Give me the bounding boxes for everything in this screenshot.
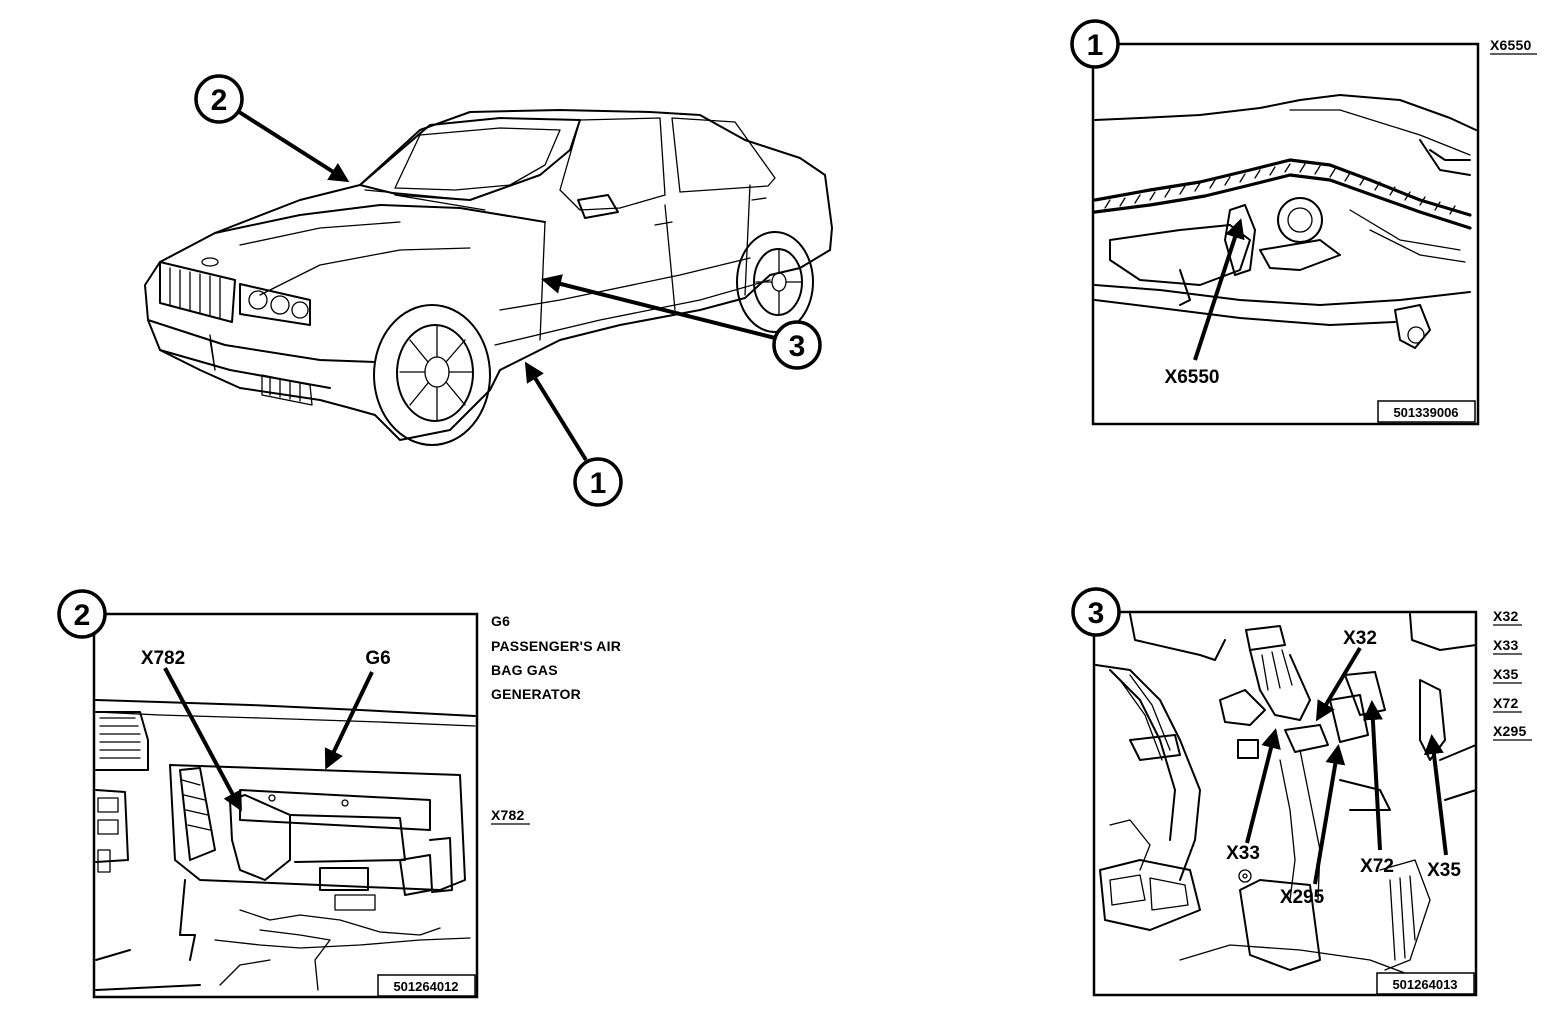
panel-3-side-x35: X35 [1493,666,1519,682]
panel-3-side-x32: X32 [1493,608,1519,624]
connector-label-x32: X32 [1343,628,1377,649]
arrow-to-location-2 [234,108,350,183]
callout-number: 2 [211,84,228,117]
connector-label-x6550: X6550 [1165,367,1220,388]
callout-number: 1 [590,467,607,500]
arrow-to-location-1 [524,361,588,462]
panel-3-code: 501264013 [1392,977,1457,992]
panel-1-number: 1 [1087,29,1104,62]
panel-2-side-x782: X782 [491,807,525,823]
panel-3-arrow-x35 [1423,734,1448,856]
panel-3-frame [1092,610,1478,997]
panel-1-code-box [1377,400,1476,423]
panel-2-frame [92,612,479,999]
panel-3-side-x33: X33 [1493,637,1519,653]
panel-2-side-g6: G6 [491,613,510,629]
connector-label-x782: X782 [141,648,185,669]
panel-2-code: 501264012 [393,979,458,994]
car-illustration [144,109,833,446]
connector-label-x72: X72 [1360,856,1394,877]
panel-3-arrow-x32 [1315,646,1362,722]
panel-3-number: 3 [1088,597,1105,630]
panel-1-frame [1091,42,1480,426]
panel-3-side-x72: X72 [1493,695,1519,711]
callout-number: 3 [789,330,806,363]
panel-3-arrow-x72 [1362,700,1383,851]
panel-1-side-label: X6550 [1490,37,1531,53]
panel-2-number: 2 [74,599,91,632]
panel-3-callout-circle [1071,587,1121,637]
panel-2-arrow-g6 [324,671,374,770]
panel-2-side-line2: PASSENGER'S AIR [491,638,621,654]
panel-3-arrow-x33 [1245,728,1281,844]
panel-2-code-box [377,974,476,997]
panel-3-side-x295: X295 [1493,723,1527,739]
connector-label-x295: X295 [1280,887,1325,908]
overview-callout-3: 3 [772,320,822,370]
arrow-to-location-3 [541,274,776,340]
panel-1-arrow [1193,218,1245,361]
overview-callout-1: 1 [573,457,623,507]
panel-2: X782 G6 501264012 2 G6 PASSENGER'S AIR B… [57,589,621,999]
connector-label-x33: X33 [1226,843,1260,864]
panel-1-illustration [1093,94,1477,349]
panel-2-side-line3: BAG GAS [491,662,558,678]
panel-2-illustration [95,699,476,991]
panel-2-callout-circle [57,589,107,639]
panel-3-code-box [1376,972,1475,995]
panel-1-callout-circle [1070,19,1120,69]
panel-2-arrow-x782 [163,667,242,812]
component-label-g6: G6 [365,648,390,669]
overview-callout-2: 2 [194,74,244,124]
connector-label-x35: X35 [1427,860,1461,881]
panel-1: X6550 501339006 1 X6550 [1070,19,1537,426]
panel-3-illustration [1095,613,1477,976]
overview-arrows [234,108,776,462]
panel-2-side-line4: GENERATOR [491,686,581,702]
panel-1-code: 501339006 [1393,405,1458,420]
panel-3: X32 X33 X295 X72 X35 501264013 3 X32 X33… [1071,587,1532,997]
panel-3-arrow-x295 [1313,744,1346,885]
